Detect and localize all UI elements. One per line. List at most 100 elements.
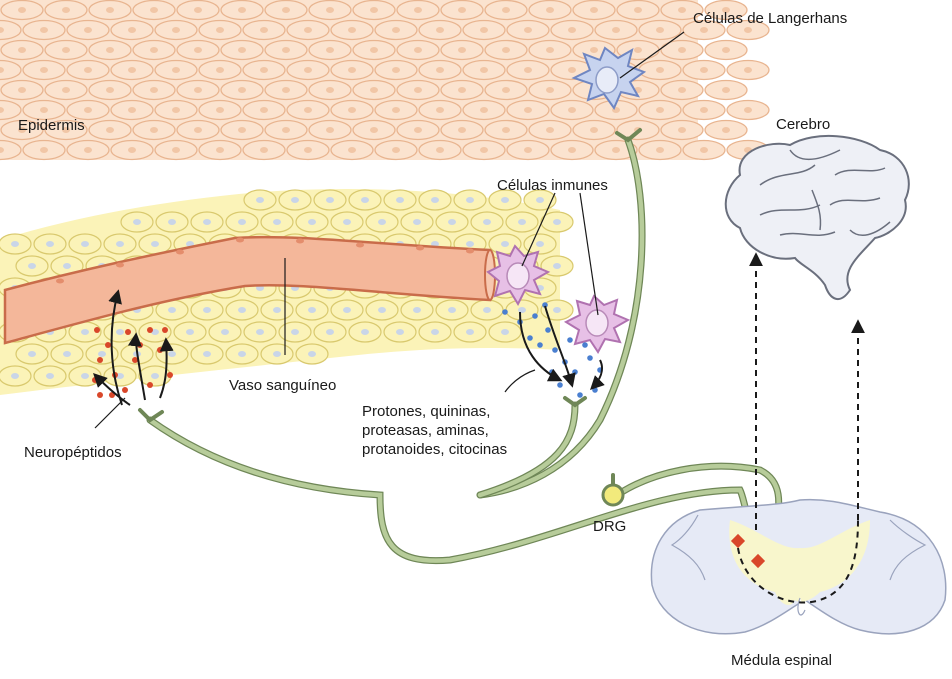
epidermis-nucleus <box>40 27 48 33</box>
dermis-nucleus <box>238 219 246 225</box>
dermis-nucleus <box>396 197 404 203</box>
dermis-nucleus <box>238 351 246 357</box>
drg-ganglion <box>601 483 625 507</box>
epidermis-nucleus <box>238 87 246 93</box>
epidermis-nucleus <box>568 107 576 113</box>
epidermis-nucleus <box>568 147 576 153</box>
mediator-arrows <box>504 305 605 393</box>
epidermis-nucleus <box>678 47 686 53</box>
neuropeptide-dot <box>167 372 173 378</box>
epidermis-nucleus <box>326 47 334 53</box>
epidermis-nucleus <box>304 27 312 33</box>
mediators-line-2: proteasas, aminas, <box>362 422 489 439</box>
epidermis-nucleus <box>216 107 224 113</box>
dermis-nucleus <box>326 197 334 203</box>
neuropeptide-dot <box>147 327 153 333</box>
epidermis-nucleus <box>282 47 290 53</box>
epidermis-nucleus <box>436 67 444 73</box>
neuropeptide-dot <box>94 327 100 333</box>
dermis-nucleus <box>361 197 369 203</box>
epidermis-nucleus <box>106 7 114 13</box>
dermis-nucleus <box>483 219 491 225</box>
epidermis-nucleus <box>62 7 70 13</box>
epidermis-nucleus <box>348 67 356 73</box>
epidermis-nucleus <box>304 107 312 113</box>
epidermis-nucleus <box>238 7 246 13</box>
dermis-nucleus <box>98 351 106 357</box>
epidermis-nucleus <box>194 127 202 133</box>
epidermis-nucleus <box>106 127 114 133</box>
epidermis-nucleus <box>84 67 92 73</box>
epidermis-nucleus <box>62 127 70 133</box>
mediator-dots <box>502 302 603 398</box>
neuropeptide-dot <box>137 342 143 348</box>
epidermis-nucleus <box>304 147 312 153</box>
epidermis-nucleus <box>0 67 4 73</box>
dermis-nucleus <box>448 219 456 225</box>
epidermis-nucleus <box>62 47 70 53</box>
epidermis-nucleus <box>282 7 290 13</box>
dermis-nucleus <box>536 241 544 247</box>
epidermis-nucleus <box>370 47 378 53</box>
epidermis-nucleus <box>546 87 554 93</box>
epidermis-nucleus <box>590 7 598 13</box>
vessel-nucleus <box>56 278 64 284</box>
mediator-dot <box>532 313 538 319</box>
epidermis-nucleus <box>40 67 48 73</box>
epidermis-nucleus <box>194 87 202 93</box>
dermis-nucleus <box>81 329 89 335</box>
epidermis-nucleus <box>326 87 334 93</box>
epidermis-nucleus <box>744 107 752 113</box>
dermis-nucleus <box>413 307 421 313</box>
epidermis-nucleus <box>106 47 114 53</box>
mediator-dot <box>502 309 508 315</box>
blood-vessel <box>3 235 496 345</box>
epidermis-nucleus <box>326 7 334 13</box>
dermis-nucleus <box>203 307 211 313</box>
neuropeptide-dot <box>162 327 168 333</box>
label-inmunes: Células inmunes <box>497 177 608 194</box>
epidermis-nucleus <box>18 47 26 53</box>
epidermis-nucleus <box>414 127 422 133</box>
epidermis-nucleus <box>392 147 400 153</box>
dermis-nucleus <box>63 351 71 357</box>
epidermis-cell <box>0 19 22 41</box>
epidermis-nucleus <box>172 67 180 73</box>
epidermis-nucleus <box>678 7 686 13</box>
dermis-nucleus <box>553 219 561 225</box>
epidermis-nucleus <box>348 27 356 33</box>
epidermis-nucleus <box>62 87 70 93</box>
label-langerhans: Células de Langerhans <box>693 10 848 27</box>
epidermis-nucleus <box>348 147 356 153</box>
epidermis-nucleus <box>458 47 466 53</box>
neuropeptide-dot <box>125 329 131 335</box>
dermis-nucleus <box>273 219 281 225</box>
epidermis-nucleus <box>502 127 510 133</box>
epidermis-nucleus <box>370 7 378 13</box>
epidermis-nucleus <box>502 87 510 93</box>
epidermis-nucleus <box>480 147 488 153</box>
epidermis-nucleus <box>590 127 598 133</box>
epidermis-nucleus <box>414 87 422 93</box>
epidermis-nucleus <box>304 67 312 73</box>
epidermis-nucleus <box>480 67 488 73</box>
epidermis-nucleus <box>700 147 708 153</box>
epidermis-nucleus <box>172 27 180 33</box>
epidermis-nucleus <box>150 7 158 13</box>
mediator-dot <box>582 342 588 348</box>
epidermis-nucleus <box>18 87 26 93</box>
epidermis-nucleus <box>260 27 268 33</box>
dermis-nucleus <box>63 263 71 269</box>
epidermis-nucleus <box>656 147 664 153</box>
spinal-cord <box>650 498 947 635</box>
epidermis-nucleus <box>0 107 4 113</box>
dermis-nucleus <box>343 219 351 225</box>
epidermis-nucleus <box>40 147 48 153</box>
epidermis-nucleus <box>370 127 378 133</box>
epidermis-nucleus <box>700 67 708 73</box>
epidermis-nucleus <box>546 7 554 13</box>
epidermis-nucleus <box>722 127 730 133</box>
epidermis-cell <box>0 139 22 161</box>
mediator-dot <box>542 302 548 308</box>
dermis-nucleus <box>553 263 561 269</box>
